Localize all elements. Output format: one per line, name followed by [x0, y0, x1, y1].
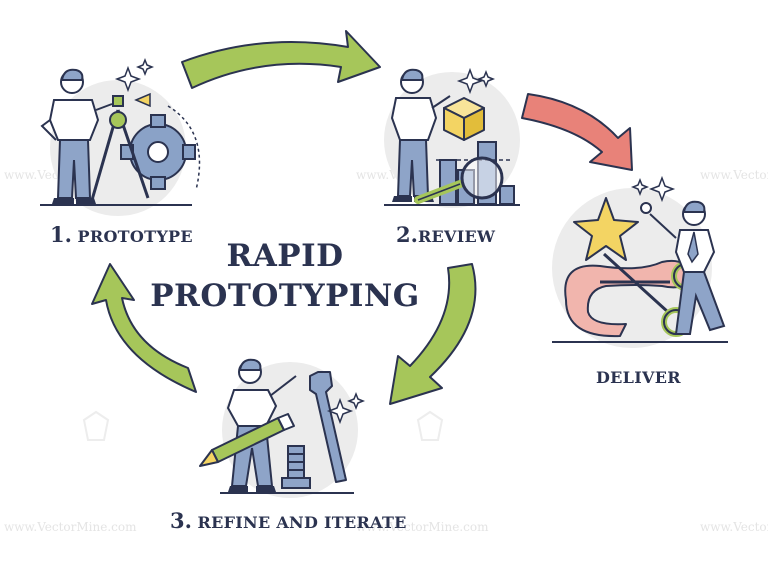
step-text: PROTOTYPE — [77, 227, 193, 246]
step-text: REFINE AND ITERATE — [197, 513, 407, 532]
watermark: www.VectorMine.com — [700, 520, 768, 534]
step-text: DELIVER — [596, 368, 681, 387]
deliver-illustration — [552, 175, 728, 348]
sparkle-icon — [456, 67, 496, 95]
watermark-logo-icon — [82, 410, 444, 441]
step-number: 2. — [396, 222, 418, 247]
diagram-title: RAPID PROTOTYPING — [150, 236, 420, 316]
title-line-2: PROTOTYPING — [150, 278, 420, 314]
step-label-refine: 3. REFINE AND ITERATE — [170, 510, 407, 531]
arrow-prototype-to-review — [181, 30, 381, 89]
sparkle-icon — [630, 175, 676, 203]
bolt-icon — [281, 445, 311, 489]
watermark: www.VectorMine.com — [356, 520, 489, 534]
arrow-refine-to-prototype — [91, 263, 197, 393]
person-figure — [640, 200, 726, 335]
arrow-review-to-refine — [389, 263, 477, 405]
step-number: 3. — [170, 508, 192, 533]
pencil-icon — [199, 413, 295, 467]
arrow-review-to-deliver — [521, 93, 633, 171]
wrench-icon — [309, 371, 347, 483]
step-text: REVIEW — [417, 227, 496, 246]
gear-icon — [120, 114, 196, 190]
watermark: www.VectorMine.com — [700, 168, 768, 182]
step-label-review: 2.REVIEW — [396, 224, 495, 245]
watermark: www.VectorMine.com — [4, 520, 137, 534]
star-icon — [573, 197, 639, 261]
refine-illustration — [199, 358, 366, 498]
person-figure — [390, 68, 451, 202]
prototype-illustration — [40, 57, 201, 216]
compass-icon — [90, 95, 150, 201]
step-number: 1. — [50, 222, 72, 247]
sparkle-icon — [326, 391, 366, 425]
step-label-prototype: 1. PROTOTYPE — [50, 224, 193, 245]
cube-icon — [443, 97, 485, 141]
sparkle-icon — [114, 57, 155, 93]
title-line-1: RAPID — [226, 238, 344, 274]
step-label-deliver: DELIVER — [596, 370, 681, 386]
person-figure — [40, 68, 113, 204]
review-illustration — [384, 67, 520, 208]
magnifier-icon — [414, 156, 504, 204]
